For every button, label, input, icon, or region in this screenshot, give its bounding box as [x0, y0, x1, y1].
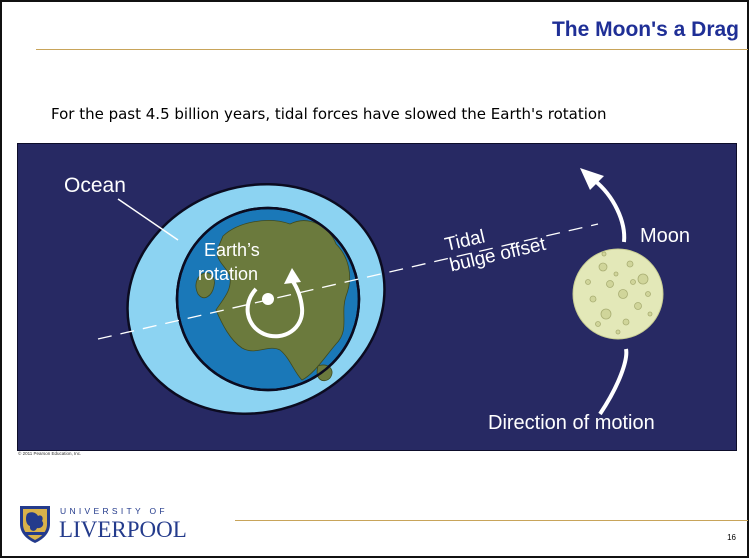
- earth-rotation-label-line2: rotation: [198, 264, 258, 284]
- university-logo: UNIVERSITY OF LIVERPOOL: [18, 504, 228, 548]
- earth-rotation-arrow: [245, 278, 305, 339]
- footer-divider: [235, 520, 748, 521]
- land-masses: [195, 220, 350, 382]
- earth-rotation-label-line1: Earth’s: [204, 240, 260, 260]
- tidal-bulge-figure: Ocean Earth’s rotation Tidal bulge offse…: [17, 143, 737, 451]
- ocean-pointer: [117, 198, 179, 241]
- moon-motion-arrowhead: [580, 168, 604, 190]
- logo-top-text: UNIVERSITY OF: [60, 506, 168, 516]
- page-number: 16: [727, 533, 736, 542]
- tidal-axis-line: [97, 223, 599, 340]
- direction-of-motion-label: Direction of motion: [488, 412, 655, 434]
- earth-center-dot: [262, 293, 274, 305]
- moon-motion-arrow-lower: [598, 348, 629, 416]
- figure-illustration: Ocean Earth’s rotation Tidal bulge offse…: [64, 168, 690, 434]
- copyright-notice: © 2011 Pearson Education, Inc.: [18, 451, 82, 456]
- moon-label: Moon: [640, 225, 690, 247]
- moon-motion-arrow-upper: [592, 178, 627, 243]
- logo-name: LIVERPOOL: [59, 517, 187, 542]
- moon: [572, 248, 664, 340]
- slide-title: The Moon's a Drag: [551, 18, 739, 41]
- crest-icon: [20, 506, 50, 543]
- ocean-label: Ocean: [64, 174, 126, 197]
- title-divider: [36, 49, 748, 50]
- slide-subtitle: For the past 4.5 billion years, tidal fo…: [51, 105, 607, 123]
- earth-rotation-arrowhead: [284, 268, 301, 284]
